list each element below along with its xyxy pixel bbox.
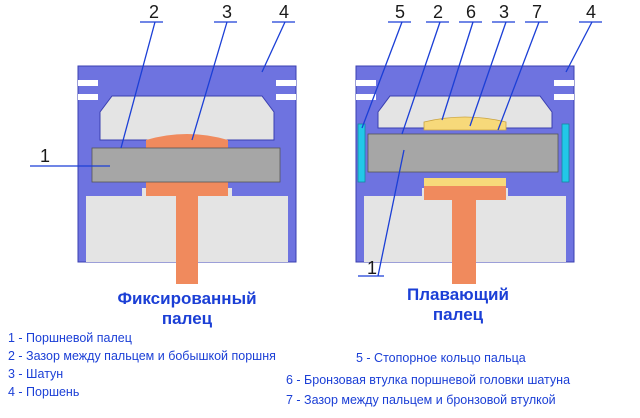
rod-shank <box>452 200 476 284</box>
label-6: 6 <box>466 2 476 22</box>
ring-groove <box>554 80 574 86</box>
label-7: 7 <box>532 2 542 22</box>
leader-2 <box>120 21 156 149</box>
legend: 1 - Поршневой палец 2 - Зазор между паль… <box>8 331 570 407</box>
label-1: 1 <box>40 146 50 166</box>
ring-groove <box>276 94 296 100</box>
leader-5 <box>361 21 403 129</box>
boss-inner-left <box>364 126 370 196</box>
ring-groove <box>276 80 296 86</box>
right-labels: 5 2 6 3 7 4 1 <box>358 2 602 278</box>
boss-inner-left <box>86 132 94 196</box>
retaining-ring <box>357 123 366 183</box>
boss-left <box>86 188 142 196</box>
legend-item-1: 1 - Поршневой палец <box>8 331 132 345</box>
label-4: 4 <box>279 2 289 22</box>
leader-1 <box>377 149 405 277</box>
label-1: 1 <box>367 258 377 278</box>
legend-item-4: 4 - Поршень <box>8 385 79 399</box>
label-3: 3 <box>222 2 232 22</box>
leader-4 <box>261 21 286 73</box>
legend-item-3: 3 - Шатун <box>8 367 63 381</box>
boss-right <box>508 188 566 196</box>
leader-3 <box>469 21 507 127</box>
fixed-pin-diagram <box>77 65 297 284</box>
bronze-bushing <box>424 178 506 186</box>
piston-cavity <box>99 95 275 141</box>
left-caption-line2: палец <box>162 309 213 328</box>
label-4: 4 <box>586 2 596 22</box>
legend-item-2: 2 - Зазор между пальцем и бобышкой поршн… <box>8 349 276 363</box>
ring-groove <box>78 94 98 100</box>
right-caption-line1: Плавающий <box>407 285 509 304</box>
legend-item-5: 5 - Стопорное кольцо пальца <box>356 351 526 365</box>
label-3: 3 <box>499 2 509 22</box>
leader-7 <box>497 21 540 131</box>
label-5: 5 <box>395 2 405 22</box>
label-2: 2 <box>433 2 443 22</box>
legend-item-6: 6 - Бронзовая втулка поршневой головки ш… <box>286 373 570 387</box>
retaining-ring <box>561 123 570 183</box>
ring-groove <box>554 94 574 100</box>
leader-4 <box>565 21 593 73</box>
ring-groove <box>356 94 376 100</box>
leader-2 <box>401 21 441 135</box>
boss-left <box>364 188 422 196</box>
boss-right <box>232 188 288 196</box>
right-caption-line2: палец <box>433 305 484 324</box>
rod-small-end <box>424 186 506 200</box>
ring-groove <box>78 80 98 86</box>
bronze-bushing <box>423 116 507 131</box>
ring-groove <box>356 80 376 86</box>
floating-pin-diagram <box>355 65 575 284</box>
left-labels: 2 3 4 1 <box>30 2 295 167</box>
leader-6 <box>441 21 474 121</box>
legend-item-7: 7 - Зазор между пальцем и бронзовой втул… <box>286 393 556 407</box>
piston-pin <box>367 133 559 173</box>
piston-pin <box>91 147 281 183</box>
leader-3 <box>191 21 228 141</box>
label-2: 2 <box>149 2 159 22</box>
boss-inner-right <box>280 132 288 196</box>
left-caption-line1: Фиксированный <box>117 289 256 308</box>
rod-shank <box>176 196 198 284</box>
